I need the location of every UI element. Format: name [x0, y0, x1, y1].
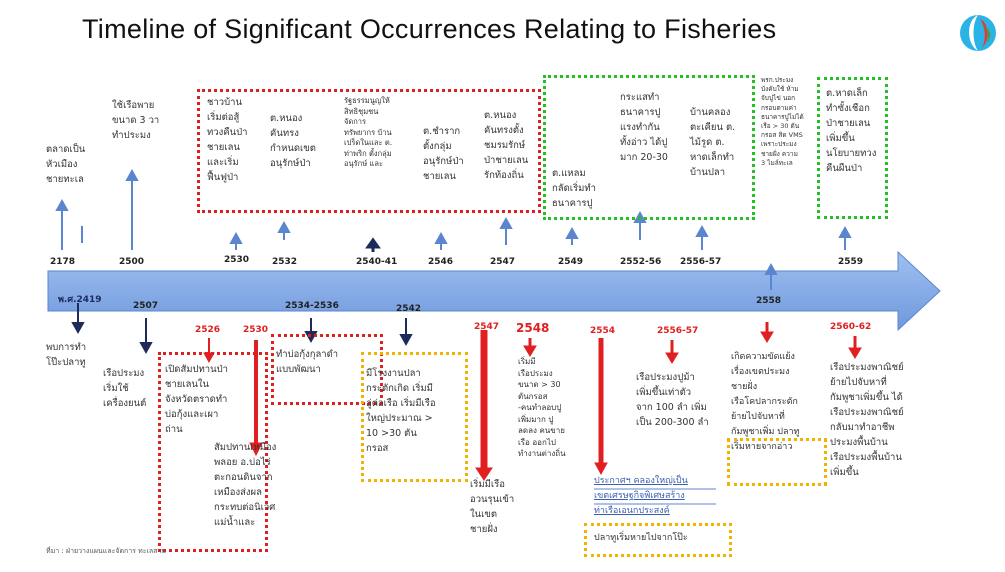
event-2534: ทำบ่อกุ้งกุลาดำ แบบพัฒนา	[276, 349, 339, 375]
event-2558b: เกิดความขัดแย้ง เรื่องเขตประมง ชายฝั่ง เ…	[731, 352, 800, 452]
event-2549: ต.แหลม กลัดเริ่มทำ ธนาคารปู	[552, 168, 596, 209]
event-2419: พบการทำ โป๊ะปลาทู	[46, 342, 87, 368]
event-2526: เปิดสัมปทานป่า ชายเลนใน จังหวัดตราดทำ บ่…	[165, 364, 228, 435]
year-2542: 2542	[396, 304, 422, 314]
year-2554: 2554	[590, 326, 616, 336]
box-upper-green-1	[543, 75, 755, 220]
year-2548: 2548	[516, 321, 550, 335]
event-2558u: พรก.ประมง บังคับใช้ ห้าม จับปูไข่ นอก กร…	[761, 76, 804, 167]
event-2546: ต.ชำราก ตั้งกลุ่ม อนุรักษ์ป่า ชายเลน	[423, 126, 464, 182]
year-2547: 2547	[490, 257, 516, 267]
event-2547b: เริ่มมีเรือ อวนรุนเข้า ในเขต ชายฝั่ง	[470, 479, 515, 535]
box-lower-yellow-3	[727, 438, 827, 486]
box-lower-red-2	[271, 334, 383, 405]
event-2554: ประกาศฯ คลองใหญ่เป็น เขตเศรษฐกิจพิเศษสร้…	[594, 476, 688, 516]
year-2419: พ.ศ.2419	[58, 295, 102, 305]
year-2559: 2559	[838, 257, 864, 267]
event-2532: ต.หนอง คันทรง กำหนดเขต อนุรักษ์ป่า	[270, 113, 316, 169]
year-2558: 2558	[756, 296, 782, 306]
box-upper-red	[197, 89, 541, 213]
year-2546: 2546	[428, 257, 454, 267]
event-2530b: สัมปทานเหมือง พลอย อ.บ่อไร่ ตะกอนดินจาก …	[214, 442, 277, 528]
slide-title: Timeline of Significant Occurrences Rela…	[82, 14, 777, 44]
year-2507: 2507	[133, 301, 159, 311]
year-2540-41: 2540-41	[356, 257, 398, 267]
year-2532: 2532	[272, 257, 298, 267]
event-2552-56: กระแสทำ ธนาคารปู แรงทำกัน ทั้งอ่าว ได้ปู…	[620, 92, 668, 163]
box-lower-red-1	[158, 352, 268, 552]
logo-icon	[960, 15, 996, 51]
event-2178: ตลาดเป็น หัวเมือง ชายทะเล	[46, 144, 86, 185]
event-2530: ชาวบ้าน เริ่มต่อสู้ ทวงคืนป่า ชายเลน และ…	[207, 97, 248, 183]
box-lower-yellow-2	[584, 523, 732, 557]
year-2500: 2500	[119, 257, 145, 267]
event-2542: มีโรงงานปลา กระตักเกิด เริ่มมี อู่ต่อเรื…	[366, 368, 436, 454]
year-2549: 2549	[558, 257, 584, 267]
event-2548: เริ่มมี เรือประมง ขนาด > 30 ตันกรอส -คนท…	[518, 357, 566, 458]
box-upper-green-2	[817, 77, 888, 219]
timeline-axis-arrow	[47, 250, 941, 332]
year-2552-56: 2552-56	[620, 257, 662, 267]
box-lower-yellow-1	[361, 352, 468, 482]
event-2507: เรือประมง เริ่มใช้ เครื่องยนต์	[103, 368, 147, 409]
year-2178: 2178	[50, 257, 76, 267]
source-note: ที่มา : ฝ่ายวางแผนและจัดการ ทะเลสาบ	[46, 547, 166, 555]
year-2560-62: 2560-62	[830, 322, 872, 332]
year-2530b: 2530	[243, 325, 269, 335]
event-2559: ต.หาดเล็ก ทำซั้งเชือก ป่าชายเลน เพิ่มขึ้…	[826, 88, 877, 174]
year-2547b: 2547	[474, 322, 500, 332]
year-2526: 2526	[195, 325, 221, 335]
event-2500: ใช้เรือพาย ขนาด 3 วา ทำประมง	[112, 100, 160, 141]
year-2556-57: 2556-57	[680, 257, 722, 267]
event-2560-62: เรือประมงพาณิชย์ ย้ายไปจับหาที่ กัมพูชาเ…	[830, 362, 904, 478]
year-2530: 2530	[224, 255, 250, 265]
year-2556-57b: 2556-57	[657, 326, 699, 336]
event-2547u: ต.หนอง คันทรงตั้ง ชมรมรักษ์ ป่าชายเลน รั…	[484, 110, 529, 181]
event-2556-57b: เรือประมงปูม้า เพิ่มขึ้นเท่าตัว จาก 100 …	[636, 372, 709, 428]
event-2554b: ปลาทูเริ่มหายไปจากโป๊ะ	[594, 533, 688, 543]
year-2534-2536: 2534-2536	[285, 301, 339, 311]
event-2540-41: รัฐธรรมนูญให้ สิทธิชุมชน จัดการ ทรัพยากร…	[344, 96, 393, 168]
event-2556-57u: บ้านคลอง ตะเคียน ต. ไม้รูด ต. หาดเล็กทำ …	[690, 107, 736, 178]
